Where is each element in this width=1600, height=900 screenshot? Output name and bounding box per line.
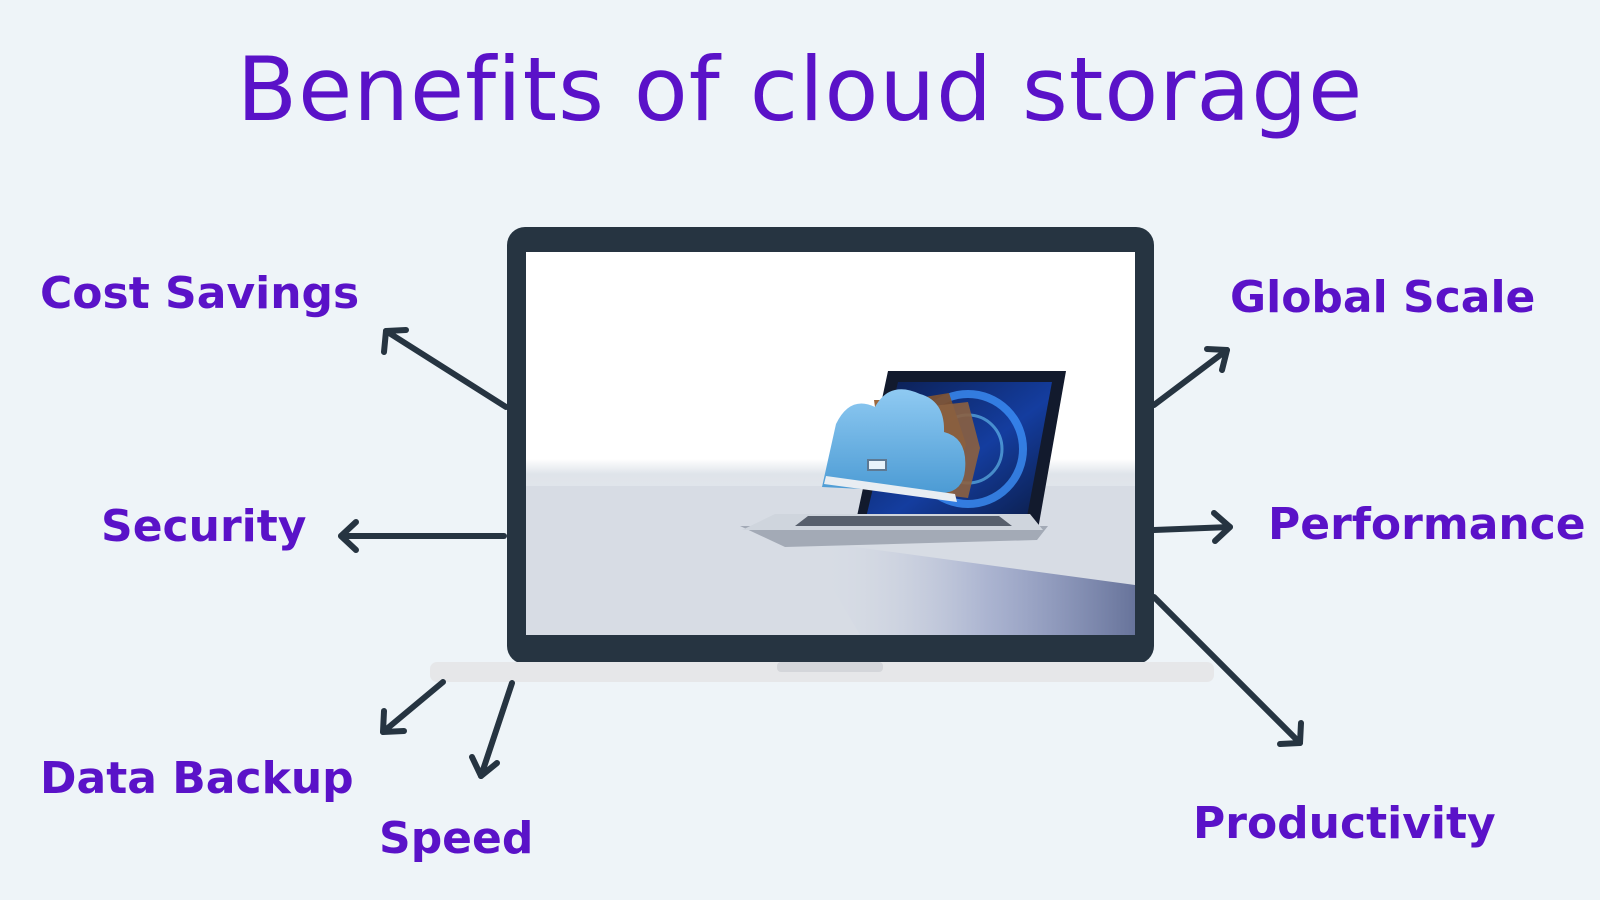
- benefit-cost-savings: Cost Savings: [40, 268, 360, 319]
- benefit-data-backup: Data Backup: [40, 753, 354, 804]
- benefit-global-scale: Global Scale: [1230, 272, 1536, 323]
- arrow-icon: [338, 327, 1304, 779]
- benefit-performance: Performance: [1268, 499, 1586, 550]
- diagram-title: Benefits of cloud storage: [236, 38, 1364, 141]
- benefit-speed: Speed: [379, 813, 534, 864]
- cloud-laptop-illustration: [526, 371, 1135, 635]
- benefit-security: Security: [101, 501, 307, 552]
- cloud-icon: [822, 389, 966, 493]
- laptop-icon: [430, 227, 1214, 682]
- benefit-productivity: Productivity: [1193, 798, 1496, 849]
